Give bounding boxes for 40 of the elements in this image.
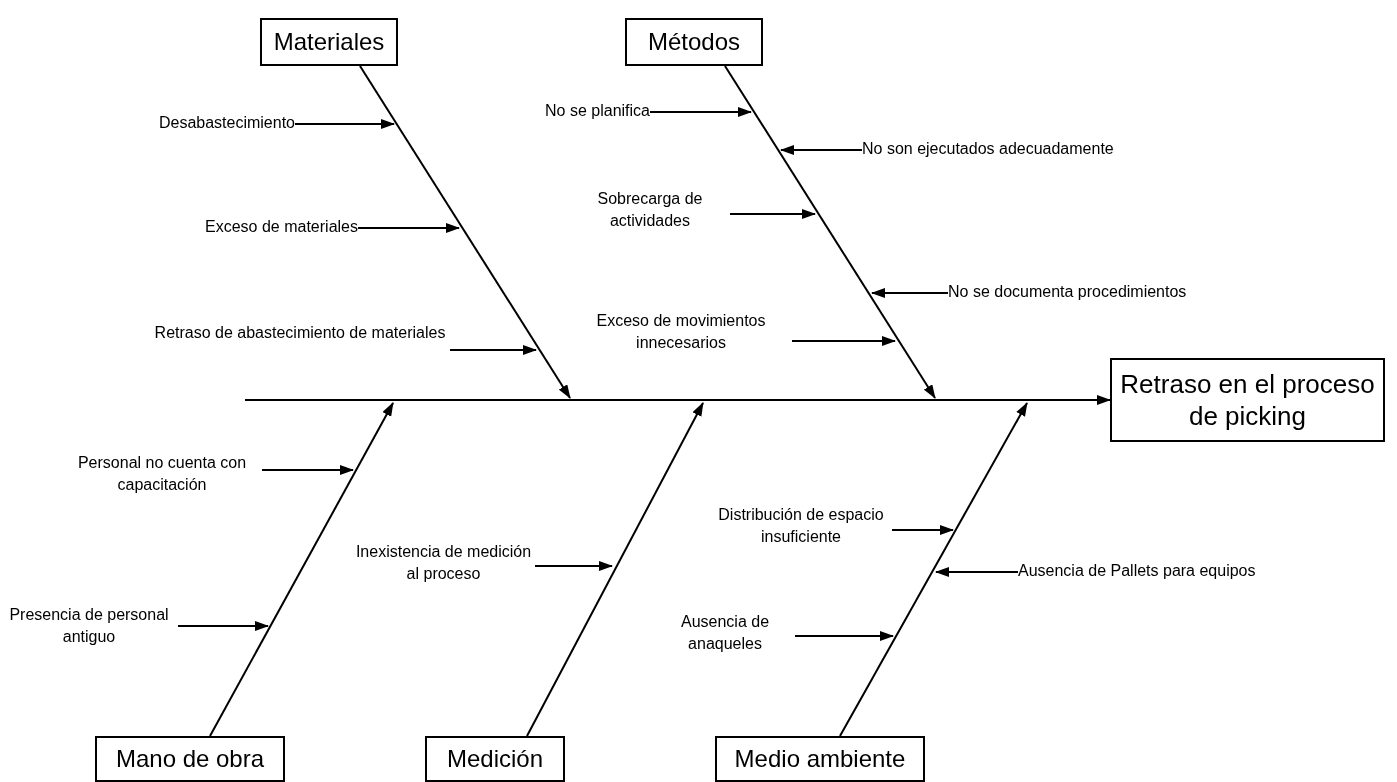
arrow: [891, 525, 954, 535]
arrow: [294, 119, 395, 129]
arrow: [177, 621, 269, 631]
category-box: Materiales: [260, 18, 398, 66]
category-box: Métodos: [625, 18, 763, 66]
cause-label: Retraso de abastecimiento de materiales: [150, 322, 450, 366]
cause-label: Inexistencia de medición al proceso: [352, 541, 535, 585]
cause-label: Ausencia de Pallets para equipos: [1018, 560, 1318, 584]
arrow: [526, 402, 704, 737]
cause-label: Exceso de movimientos innecesarios: [570, 310, 792, 354]
cause-label: Ausencia de anaqueles: [655, 611, 795, 655]
cause-label: Presencia de personal antiguo: [0, 604, 178, 648]
arrow: [449, 345, 537, 355]
arrow: [794, 631, 894, 641]
cause-label: Sobrecarga de actividades: [570, 188, 730, 232]
arrow: [729, 209, 816, 219]
arrow: [791, 336, 896, 346]
cause-label: No se planifica: [500, 100, 650, 124]
arrow: [261, 465, 354, 475]
cause-label: Desabastecimiento: [100, 112, 295, 136]
arrow: [244, 395, 1111, 405]
arrow: [724, 65, 936, 399]
arrow: [780, 145, 863, 155]
arrow: [649, 107, 752, 117]
category-box: Mano de obra: [95, 736, 285, 782]
effect-box: Retraso en el proceso de picking: [1110, 358, 1385, 442]
cause-label: No se documenta procedimientos: [948, 281, 1278, 305]
arrow: [534, 561, 613, 571]
arrow: [359, 65, 571, 399]
arrow: [935, 567, 1019, 577]
arrow: [871, 288, 949, 298]
cause-label: Exceso de materiales: [140, 216, 358, 240]
category-box: Medio ambiente: [715, 736, 925, 782]
arrow: [209, 402, 394, 737]
cause-label: No son ejecutados adecuadamente: [862, 138, 1202, 162]
cause-label: Distribución de espacio insuficiente: [710, 504, 892, 548]
arrow: [839, 402, 1028, 737]
category-box: Medición: [425, 736, 565, 782]
cause-label: Personal no cuenta con capacitación: [62, 452, 262, 496]
arrow: [357, 223, 460, 233]
